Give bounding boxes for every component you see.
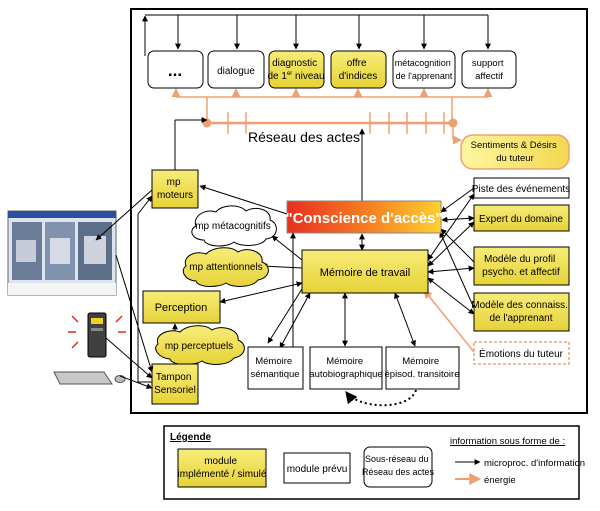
main-frame: [130, 8, 588, 414]
action-dialogue-label: dialogue: [217, 66, 255, 77]
mp-perceptuels-label: mp perceptuels: [165, 341, 233, 352]
action-metacognition-box: métacognition de l'apprenant: [392, 50, 456, 89]
network-node-right: [448, 118, 458, 128]
memoire-travail-label: Mémoire de travail: [320, 267, 410, 279]
right-module-arrows: [427, 187, 475, 315]
action-dialogue-box: dialogue: [207, 50, 265, 89]
mp-attentionnels-cloud: mp attentionnels: [182, 247, 269, 287]
energy-network: [171, 88, 493, 145]
action-support-label: support affectif: [472, 58, 506, 82]
profil-label: Modèle du profil psycho. et affectif: [482, 254, 560, 278]
computer-image: [53, 312, 126, 385]
emotions-to-memoire-arrow: [423, 289, 475, 353]
piste-label: Piste des événements: [472, 184, 570, 195]
conscience-box: "Conscience d'accès": [285, 200, 443, 234]
legend-implemented: module implémenté / simulé: [177, 448, 267, 488]
sentiments-label: Sentiments & Désirs du tuteur: [471, 140, 560, 164]
action-support-box: support affectif: [461, 50, 517, 89]
external-arrows: [95, 189, 154, 389]
legend-title: Légende: [170, 432, 212, 443]
svg-text:Sous-réseau du Réseau: Sous-réseau du Réseau des actes: [362, 454, 435, 477]
memoire-episod-label: Mémoire épisod. transitoire: [385, 356, 460, 380]
memoire-semantique-label: Mémoire sémantique: [250, 356, 299, 380]
action-ellipsis-label: ...: [168, 61, 182, 80]
mp-metacognitifs-cloud: mp métacognitifs: [191, 205, 277, 247]
memoire-semantique-box: Mémoire sémantique: [247, 346, 304, 390]
expert-label: Expert du domaine: [479, 214, 563, 225]
left-arrows: [137, 117, 416, 383]
module-connaiss: Modèle des connaiss. de l'apprenant: [471, 292, 571, 332]
episod-to-autobio-dotted-arrow: [345, 389, 417, 407]
module-emotions: Émotions du tuteur: [473, 341, 570, 365]
tampon-sensoriel-box: Tampon Sensoriel: [151, 363, 199, 405]
memoire-episod-box: Mémoire épisod. transitoire: [385, 346, 460, 390]
module-profil: Modèle du profil psycho. et affectif: [473, 246, 570, 286]
tampon-label: Tampon Sensoriel: [154, 372, 196, 396]
perception-box: Perception: [142, 290, 221, 324]
legend-energie-label: énergie: [484, 475, 516, 486]
action-ellipsis-box: ...: [147, 50, 204, 89]
mp-perceptuels-cloud: mp perceptuels: [155, 325, 245, 365]
mp-attentionnels-label: mp attentionnels: [189, 262, 262, 273]
mp-moteurs-box: mp moteurs: [151, 169, 199, 209]
legend-micro-label: microproc. d'information: [484, 458, 585, 469]
reseau-label: Réseau des actes: [248, 129, 360, 145]
module-expert: Expert du domaine: [473, 204, 570, 232]
module-piste: Piste des événements: [472, 177, 570, 199]
legend-subnet: Sous-réseau du Réseau des actes: [362, 446, 435, 488]
screen-window-image: [7, 210, 117, 296]
emotions-label: Émotions du tuteur: [479, 347, 564, 360]
legend-planned: module prévu: [283, 452, 351, 484]
memoire-travail-box: Mémoire de travail: [301, 249, 429, 294]
action-metacognition-label: métacognition de l'apprenant: [395, 58, 454, 81]
action-offre-label: offre d'indices: [339, 58, 378, 82]
conscience-label: "Conscience d'accès": [285, 210, 442, 227]
action-offre-box: offre d'indices: [330, 50, 387, 89]
mp-moteurs-label: mp moteurs: [157, 177, 193, 201]
action-diagnostic-box: diagnostic de 1er niveau: [267, 50, 325, 89]
memoire-autobio-box: Mémoire autobiographique: [309, 346, 383, 390]
memoire-autobio-label: Mémoire autobiographique: [309, 356, 382, 380]
mp-metacognitifs-label: mp métacognitifs: [195, 221, 271, 232]
legend: Légende module implémenté / simulé modul…: [163, 425, 585, 500]
svg-text:module prévu: module prévu: [287, 464, 348, 475]
action-diagnostic-label: diagnostic de 1er niveau: [267, 58, 324, 82]
top-output-arrows: [142, 14, 491, 56]
svg-text:module implémenté / si: module implémenté / simulé: [178, 456, 267, 480]
legend-info-title: information sous forme de :: [450, 436, 565, 447]
sentiments-box: Sentiments & Désirs du tuteur: [460, 134, 570, 170]
perception-label: Perception: [155, 302, 208, 314]
connaiss-label: Modèle des connaiss. de l'apprenant: [471, 300, 571, 324]
